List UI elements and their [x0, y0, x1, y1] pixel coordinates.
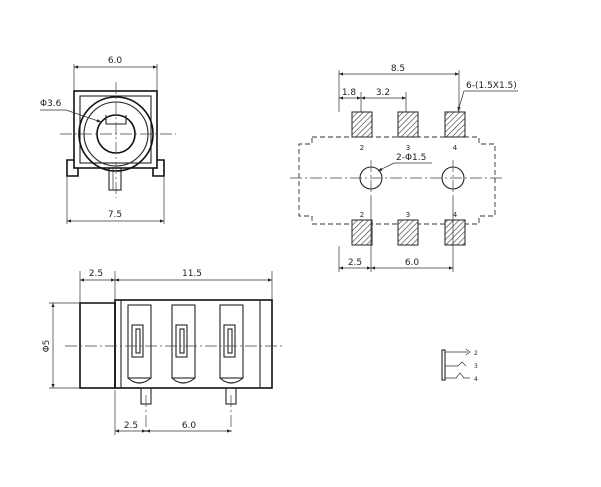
footprint-pad-bottom-label-2: 2 [360, 211, 364, 219]
schematic-pin-label-4: 4 [474, 376, 478, 383]
side-terminal-1 [127, 304, 152, 384]
front-body [66, 90, 165, 191]
footprint-pad-top-4 [444, 111, 466, 138]
footprint-pad-bottom-label-3: 3 [406, 211, 410, 219]
footprint-pad-bottom-label-4: 4 [453, 211, 458, 219]
footprint-pad-bottom-4 [444, 219, 466, 246]
side-diameter-label: Φ5 [42, 340, 52, 353]
front-hole-diameter-label: Φ3.6 [40, 99, 62, 109]
footprint-pad-bottom-3 [397, 219, 419, 246]
footprint-pad-top-3 [397, 111, 419, 138]
footprint-view: 8.5 1.8 3.2 6-(1.5X1.5) 2 3 4 2 [290, 64, 518, 272]
footprint-body-outline [298, 136, 496, 225]
side-terminal-2 [171, 304, 196, 384]
schematic-symbol: 2 3 4 [441, 348, 478, 383]
side-bottom-dimension: 2.5 6.0 [114, 390, 231, 435]
footprint-pad-spec-label: 6-(1.5X1.5) [466, 81, 517, 91]
front-width-bottom-label: 7.5 [108, 210, 122, 220]
footprint-pitch-dimension: 1.8 3.2 [339, 88, 407, 112]
footprint-pad-top-label-2: 2 [360, 144, 364, 152]
footprint-hole-spec-label: 2-Φ1.5 [396, 153, 426, 163]
front-hole-diameter-dimension: Φ3.6 [40, 99, 102, 123]
footprint-pitch-second-label: 3.2 [376, 88, 390, 98]
side-terminal-3 [219, 304, 244, 384]
footprint-bottom-dimension: 2.5 6.0 [338, 196, 454, 272]
side-diameter-dimension: Φ5 [42, 302, 82, 389]
footprint-span-bottom-label: 6.0 [405, 258, 420, 268]
footprint-overall-width-dimension: 8.5 [338, 64, 460, 112]
side-main-body [114, 299, 273, 389]
front-view: 6.0 Φ3.6 [40, 56, 176, 224]
footprint-pad-bottom-2 [351, 219, 373, 246]
side-pin-span-label: 6.0 [182, 421, 197, 431]
side-top-dimension: 2.5 11.5 [79, 269, 273, 302]
schematic-jack-body [441, 349, 446, 381]
footprint-pitch-first-label: 1.8 [342, 88, 357, 98]
footprint-pad-top-2 [351, 111, 373, 138]
side-pin-offset-label: 2.5 [124, 421, 138, 431]
footprint-hole-spec-dimension: 2-Φ1.5 [377, 153, 432, 172]
side-body-length-label: 11.5 [182, 269, 202, 279]
side-view: 2.5 11.5 Φ5 [42, 269, 285, 435]
schematic-pin-label-2: 2 [474, 350, 478, 357]
footprint-pad-top-label-3: 3 [406, 144, 410, 152]
footprint-pad-spec-dimension: 6-(1.5X1.5) [457, 81, 518, 112]
footprint-pad-top-label-4: 4 [453, 144, 458, 152]
front-width-top-dimension: 6.0 [73, 56, 158, 92]
schematic-pin-label-3: 3 [474, 363, 478, 370]
footprint-offset-bottom-label: 2.5 [348, 258, 362, 268]
side-front-length-label: 2.5 [89, 269, 103, 279]
side-front-sleeve [79, 302, 116, 389]
front-width-bottom-dimension: 7.5 [66, 176, 165, 224]
footprint-overall-width-label: 8.5 [391, 64, 405, 74]
front-width-top-label: 6.0 [108, 56, 123, 66]
